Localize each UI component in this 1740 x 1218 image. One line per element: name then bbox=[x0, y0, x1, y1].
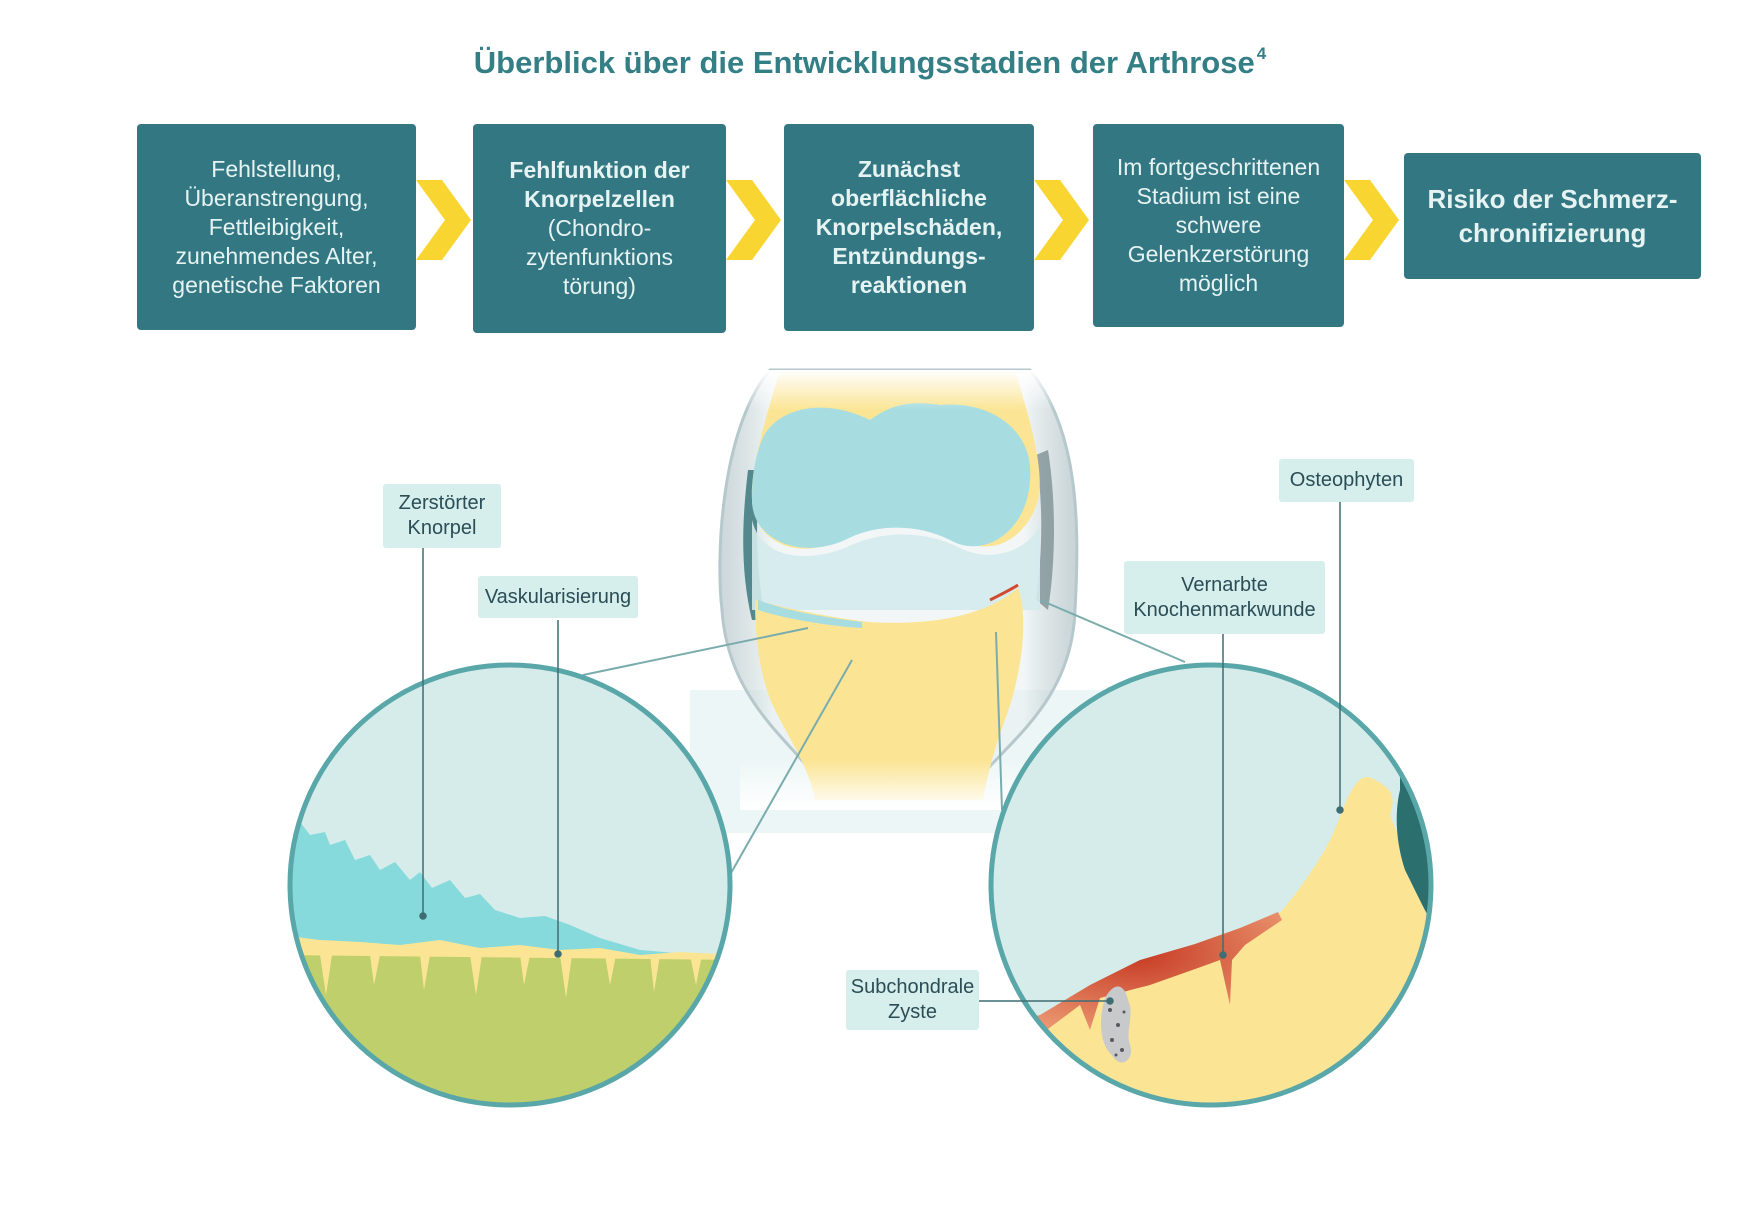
step-pain-line: chronifizierung bbox=[1458, 218, 1647, 248]
step-pain-line: Risiko der Schmerz- bbox=[1427, 184, 1678, 214]
step-damage-line: Knorpelschäden, bbox=[815, 214, 1003, 240]
page-title: Überblick über die Entwicklungsstadien d… bbox=[473, 44, 1267, 80]
step-damage-line: reaktionen bbox=[850, 272, 968, 298]
zoom-connector-lines bbox=[582, 599, 1186, 874]
step-damage-line: oberflächliche bbox=[831, 185, 987, 211]
step-cartilage-damage: Zunächst oberflächliche Knorpelschäden, … bbox=[784, 124, 1034, 331]
step-pain-chronification: Risiko der Schmerz- chronifizierung bbox=[1404, 153, 1701, 279]
step-dysfunction-line: törung) bbox=[563, 273, 636, 299]
step-chondrocyte-dysfunction: Fehlfunktion der Knorpelzellen (Chondro-… bbox=[473, 124, 726, 333]
zoom-circle-right-border bbox=[988, 662, 1434, 1108]
step-causes-line: Fettleibigkeit, bbox=[208, 213, 345, 240]
step-causes-line: zunehmendes Alter, bbox=[175, 242, 378, 269]
step-dysfunction-line: (Chondro- bbox=[547, 215, 652, 241]
step-destruction-line: Im fortgeschrittenen bbox=[1116, 154, 1321, 180]
step-joint-destruction: Im fortgeschrittenen Stadium ist eine sc… bbox=[1093, 124, 1344, 327]
step-causes-line: Fehlstellung, bbox=[211, 155, 342, 182]
knee-joint bbox=[718, 368, 1079, 810]
step-causes-line: genetische Faktoren bbox=[172, 271, 381, 298]
step-destruction-line: Stadium ist eine bbox=[1136, 183, 1301, 209]
label-vascularization: Vaskularisierung bbox=[478, 576, 638, 618]
step-dysfunction-line: Knorpelzellen bbox=[524, 186, 675, 212]
step-destruction-line: möglich bbox=[1178, 270, 1259, 296]
footnote-marker: 4 bbox=[1256, 44, 1267, 63]
step-dysfunction-line: zytenfunktions bbox=[525, 244, 673, 270]
step-destruction-line: Gelenkzerstörung bbox=[1127, 241, 1310, 267]
label-osteophytes: Osteophyten bbox=[1279, 459, 1414, 502]
step-causes-line: Überanstrengung, bbox=[184, 184, 369, 211]
step-destruction-line: schwere bbox=[1175, 212, 1262, 238]
chevron-arrow-icon bbox=[416, 180, 471, 260]
zoom-circle-left-border bbox=[287, 662, 733, 1108]
zoom-circle-destroyed-cartilage bbox=[290, 665, 730, 1105]
step-damage-line: Zunächst bbox=[857, 156, 961, 182]
step-dysfunction-line: Fehlfunktion der bbox=[509, 157, 690, 183]
step-causes: Fehlstellung, Überanstrengung, Fettleibi… bbox=[137, 124, 416, 330]
chevron-arrow-icon bbox=[726, 180, 781, 260]
label-leader-lines bbox=[419, 502, 1344, 1005]
zoom-circle-osteophytes bbox=[991, 665, 1431, 1105]
step-damage-line: Entzündungs- bbox=[832, 243, 986, 269]
chevron-arrow-icon bbox=[1344, 180, 1399, 260]
chevron-arrow-icon bbox=[1034, 180, 1089, 260]
